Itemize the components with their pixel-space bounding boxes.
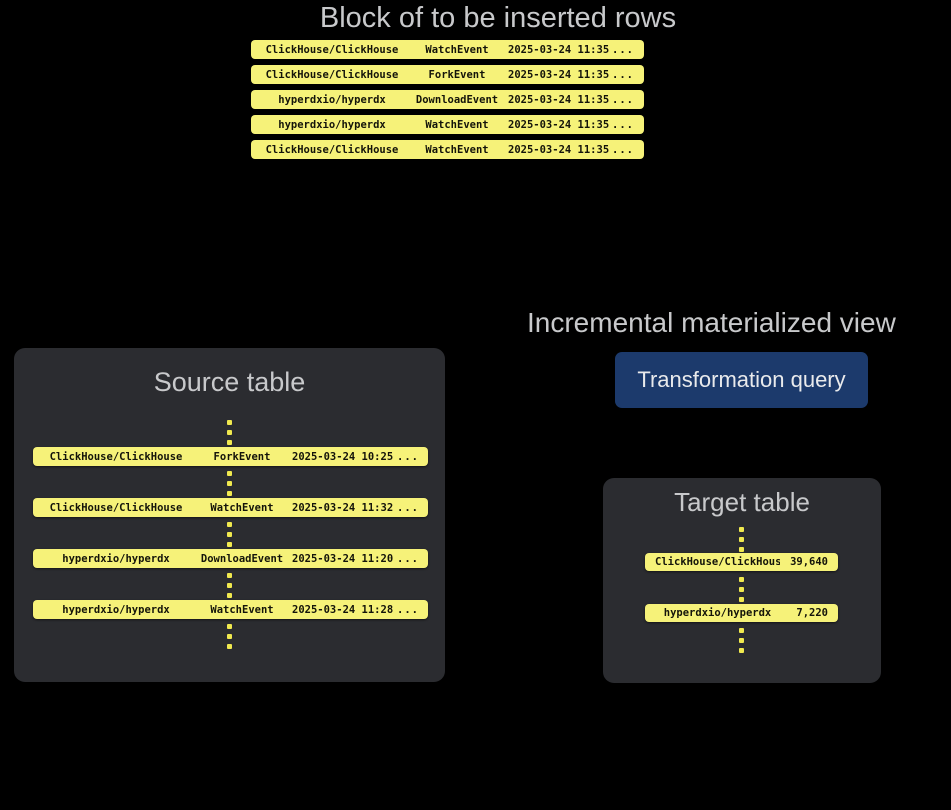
materialized-view-title: Incremental materialized view: [527, 307, 896, 338]
block-row-repo: hyperdxio/hyperdx: [278, 93, 386, 106]
block-row-more: ...: [612, 43, 634, 56]
transformation-query-box[interactable]: Transformation query: [615, 352, 868, 408]
block-row: hyperdxio/hyperdx DownloadEvent 2025-03-…: [251, 90, 644, 109]
target-table-row: hyperdxio/hyperdx 7,220: [645, 604, 838, 622]
source-row-repo: hyperdxio/hyperdx: [62, 603, 170, 616]
block-row-more: ...: [612, 68, 634, 81]
target-row-repo: hyperdxio/hyperdx: [663, 607, 772, 619]
target-row-count: 39,640: [790, 556, 828, 568]
block-row-repo: ClickHouse/ClickHouse: [265, 68, 399, 81]
block-row: ClickHouse/ClickHouse ForkEvent 2025-03-…: [251, 65, 644, 84]
source-row-more: ...: [397, 552, 419, 565]
source-table-row: hyperdxio/hyperdx DownloadEvent 2025-03-…: [33, 549, 428, 568]
target-row-count: 7,220: [796, 607, 828, 619]
block-row-event: WatchEvent: [425, 118, 489, 131]
source-row-time: 2025-03-24 10:25:00: [292, 450, 395, 463]
block-of-rows-title: Block of to be inserted rows: [319, 2, 677, 34]
source-row-time: 2025-03-24 11:28:32: [292, 603, 395, 616]
block-row: hyperdxio/hyperdx WatchEvent 2025-03-24 …: [251, 115, 644, 134]
source-ellipsis-dots: [227, 624, 232, 649]
source-ellipsis-dots: [227, 471, 232, 496]
block-of-rows-list: ClickHouse/ClickHouse WatchEvent 2025-03…: [251, 40, 644, 165]
target-row-repo: ClickHouse/ClickHouse: [655, 556, 780, 568]
block-row-time: 2025-03-24 11:35:52: [508, 118, 611, 131]
target-ellipsis-dots: [739, 527, 744, 552]
block-row-more: ...: [612, 143, 634, 156]
source-table-row: ClickHouse/ClickHouse ForkEvent 2025-03-…: [33, 447, 428, 466]
block-row-repo: hyperdxio/hyperdx: [278, 118, 386, 131]
source-row-event: WatchEvent: [210, 501, 274, 514]
source-row-time: 2025-03-24 11:20:12: [292, 552, 395, 565]
source-row-more: ...: [397, 450, 419, 463]
block-row-event: WatchEvent: [425, 143, 489, 156]
source-row-repo: hyperdxio/hyperdx: [62, 552, 170, 565]
block-row-event: ForkEvent: [428, 68, 486, 81]
block-row-more: ...: [612, 118, 634, 131]
source-ellipsis-dots: [227, 522, 232, 547]
source-row-time: 2025-03-24 11:32:54: [292, 501, 395, 514]
source-row-repo: ClickHouse/ClickHouse: [49, 501, 183, 514]
block-row-event: DownloadEvent: [415, 93, 499, 106]
source-ellipsis-dots: [227, 420, 232, 445]
block-row-repo: ClickHouse/ClickHouse: [265, 43, 399, 56]
block-row-repo: ClickHouse/ClickHouse: [265, 143, 399, 156]
target-table-title: Target table: [674, 487, 810, 517]
block-row-time: 2025-03-24 11:35:40: [508, 43, 611, 56]
source-table-title: Source table: [153, 367, 306, 397]
source-row-more: ...: [397, 603, 419, 616]
block-row: ClickHouse/ClickHouse WatchEvent 2025-03…: [251, 140, 644, 159]
target-ellipsis-dots: [739, 628, 744, 653]
source-row-more: ...: [397, 501, 419, 514]
block-row: ClickHouse/ClickHouse WatchEvent 2025-03…: [251, 40, 644, 59]
block-row-time: 2025-03-24 11:35:48: [508, 93, 611, 106]
source-row-repo: ClickHouse/ClickHouse: [49, 450, 183, 463]
source-table-row: ClickHouse/ClickHouse WatchEvent 2025-03…: [33, 498, 428, 517]
block-row-more: ...: [612, 93, 634, 106]
block-row-event: WatchEvent: [425, 43, 489, 56]
block-row-time: 2025-03-24 11:35:44: [508, 68, 611, 81]
source-row-event: WatchEvent: [210, 603, 274, 616]
target-table-row: ClickHouse/ClickHouse 39,640: [645, 553, 838, 571]
source-row-event: DownloadEvent: [200, 552, 284, 565]
source-table-row: hyperdxio/hyperdx WatchEvent 2025-03-24 …: [33, 600, 428, 619]
source-row-event: ForkEvent: [213, 450, 271, 463]
source-ellipsis-dots: [227, 573, 232, 598]
block-row-time: 2025-03-24 11:35:54: [508, 143, 611, 156]
target-ellipsis-dots: [739, 577, 744, 602]
